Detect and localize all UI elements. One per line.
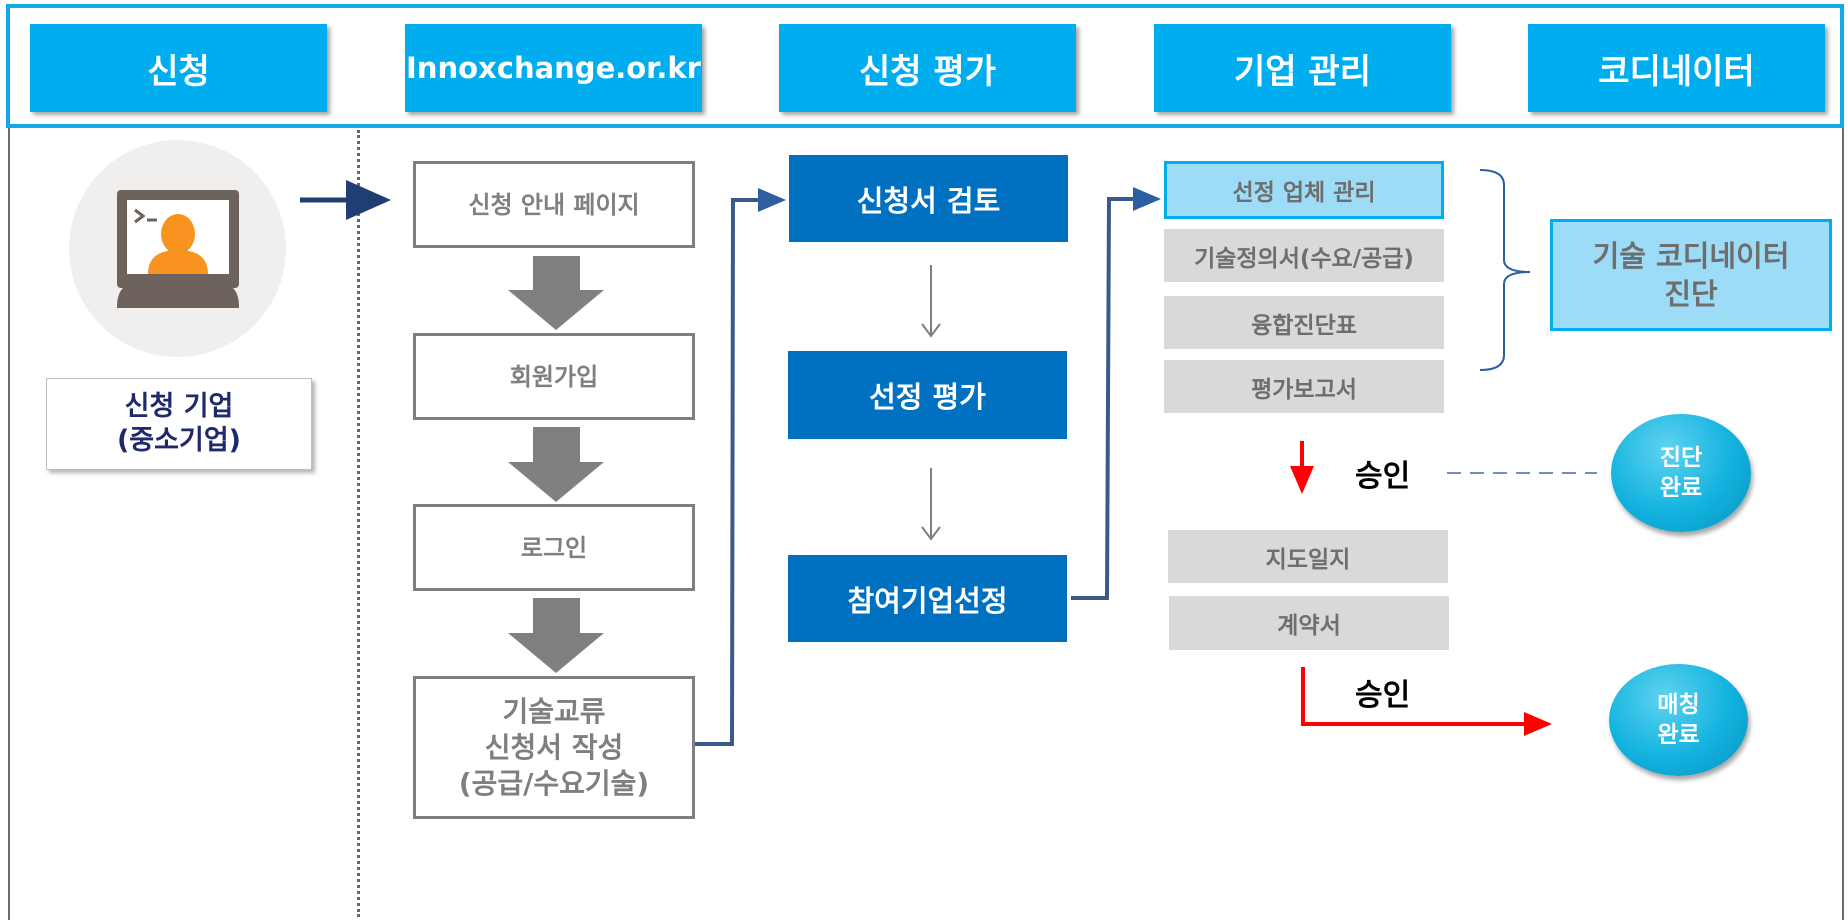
header-tab-company-management[interactable]: 기업 관리 xyxy=(1154,24,1451,112)
diagnosis-complete-line1: 진단 xyxy=(1659,445,1703,471)
header-tab-apply[interactable]: 신청 xyxy=(30,24,327,112)
step-form-line1: 기술교류 xyxy=(502,694,606,728)
step-application-form: 기술교류 신청서 작성 (공급/수요기술) xyxy=(413,676,695,819)
diagnosis-complete-oval: 진단 완료 xyxy=(1611,414,1751,532)
selected-company-management: 선정 업체 관리 xyxy=(1164,161,1444,219)
applicant-box: 신청 기업 (중소기업) xyxy=(46,378,312,470)
coordinator-diagnosis-box: 기술 코디네이터 진단 xyxy=(1550,219,1832,331)
matching-complete-line2: 완료 xyxy=(1657,722,1700,748)
tech-definition-doc: 기술정의서(수요/공급) xyxy=(1164,229,1444,282)
approval-label-2: 승인 xyxy=(1355,678,1411,713)
coordinator-line2: 진단 xyxy=(1664,277,1718,311)
matching-complete-oval: 매칭 완료 xyxy=(1609,664,1748,776)
participant-selection-label: 참여기업선정 xyxy=(847,583,1008,618)
tech-definition-label: 기술정의서(수요/공급) xyxy=(1194,245,1414,272)
content-frame xyxy=(8,128,1844,920)
selected-company-label: 선정 업체 관리 xyxy=(1232,180,1376,206)
step-login: 로그인 xyxy=(413,504,695,591)
step-signup-label: 회원가입 xyxy=(509,362,599,391)
diagnosis-table-doc: 융합진단표 xyxy=(1164,296,1444,349)
selection-eval-label: 선정 평가 xyxy=(869,380,986,414)
diagnosis-complete-line2: 완료 xyxy=(1659,475,1703,501)
review-label: 신청서 검토 xyxy=(856,183,1001,218)
down-arrow-3 xyxy=(508,598,604,673)
step-signup: 회원가입 xyxy=(413,333,695,420)
applicant-label: 신청 기업 xyxy=(124,391,234,422)
header-tab-evaluation[interactable]: 신청 평가 xyxy=(779,24,1076,112)
coordinator-line1: 기술 코디네이터 xyxy=(1592,239,1790,273)
step-login-label: 로그인 xyxy=(520,533,588,562)
contract-label: 계약서 xyxy=(1277,613,1341,639)
down-arrow-1 xyxy=(508,256,604,330)
step-selection-evaluation: 선정 평가 xyxy=(788,351,1067,439)
contract-doc: 계약서 xyxy=(1169,596,1449,650)
approval-arrow-2 xyxy=(1301,667,1552,736)
guidance-log-doc: 지도일지 xyxy=(1168,530,1448,583)
step-guide-page: 신청 안내 페이지 xyxy=(413,161,695,248)
step-form-line3: (공급/수요기술) xyxy=(458,766,650,800)
matching-complete-line1: 매칭 xyxy=(1657,692,1700,718)
column-divider xyxy=(357,130,360,917)
step-form-line2: 신청서 작성 xyxy=(484,730,624,764)
step-participant-selection: 참여기업선정 xyxy=(788,555,1067,642)
connector-form-to-review xyxy=(695,188,786,746)
avatar xyxy=(69,140,286,357)
down-arrow-2 xyxy=(508,427,604,502)
applicant-sublabel: (중소기업) xyxy=(116,425,242,456)
header-tab-coordinator[interactable]: 코디네이터 xyxy=(1528,24,1825,112)
thin-arrow-eval-to-selection xyxy=(921,468,941,541)
eval-report-label: 평가보고서 xyxy=(1251,376,1357,403)
grouping-brace xyxy=(1479,169,1531,371)
step-application-review: 신청서 검토 xyxy=(789,155,1068,242)
thin-arrow-review-to-eval xyxy=(921,265,941,338)
diagnosis-table-label: 융합진단표 xyxy=(1251,312,1357,339)
approval-label-1: 승인 xyxy=(1355,459,1411,494)
step-guide-label: 신청 안내 페이지 xyxy=(468,190,640,219)
evaluation-report-doc: 평가보고서 xyxy=(1164,360,1444,413)
user-at-computer-icon xyxy=(117,190,239,308)
header-tab-website[interactable]: Innoxchange.or.kr xyxy=(405,24,702,112)
connector-selection-to-management xyxy=(1071,187,1161,600)
guidance-log-label: 지도일지 xyxy=(1265,546,1351,573)
